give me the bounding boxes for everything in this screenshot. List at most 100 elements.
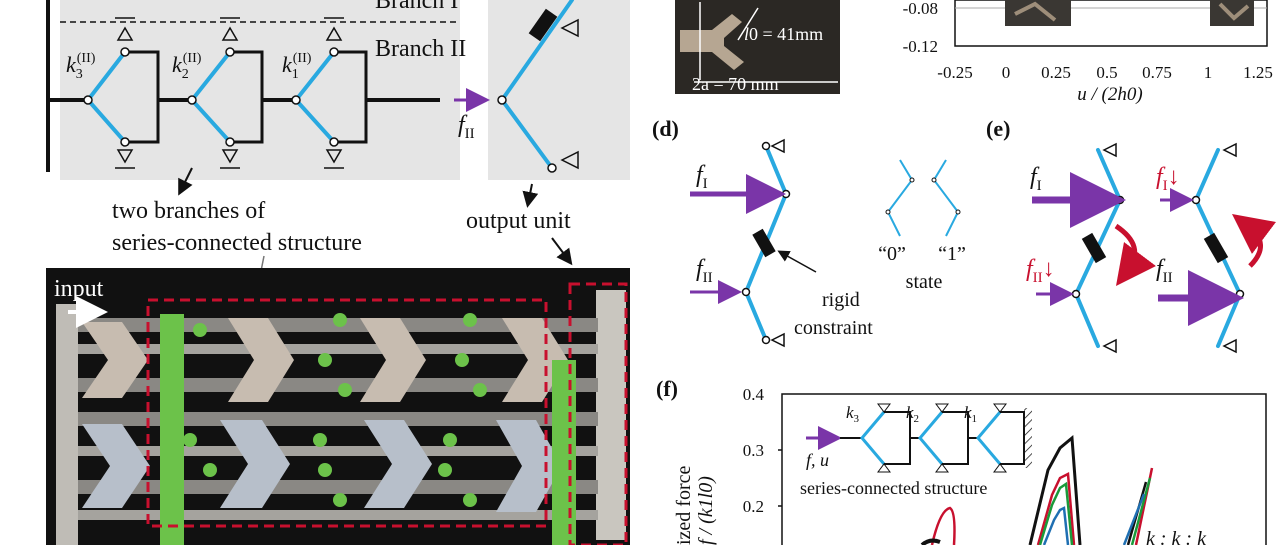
prototype-photo: input — [46, 268, 630, 545]
ground-hatch — [1024, 408, 1032, 468]
photo-chevrons — [82, 318, 568, 402]
panel-f-label: (f) — [656, 376, 678, 401]
photo-rails — [78, 318, 598, 520]
f2-label: fII — [458, 112, 475, 142]
state-1-icon — [932, 159, 960, 237]
constraint-pointer — [777, 250, 817, 273]
panel-d: (d) fI fII rigid constraint “0” “1” stat… — [652, 116, 966, 348]
bistable-unit-k2 — [187, 17, 264, 169]
panel-e-label: (e) — [986, 116, 1010, 141]
y-tick-label: -0.12 — [903, 37, 938, 56]
input-rail — [56, 304, 78, 545]
inset-caption: series-connected structure — [800, 478, 987, 498]
caption-output: output unit — [466, 208, 571, 234]
inset-photo — [1210, 0, 1254, 26]
l0-label: l0 = 41mm — [744, 24, 823, 44]
panel-d-label: (d) — [652, 116, 679, 141]
bistable-unit-k3 — [83, 17, 160, 169]
series-curve-black — [1028, 434, 1082, 545]
ratio-label: k : k : k — [1146, 528, 1207, 545]
series-curve-black-peak — [920, 538, 941, 545]
f2-decrease-label: fII↓ — [1026, 256, 1055, 286]
x-tick-label: 0 — [1002, 63, 1011, 82]
x-tick-label: 1.25 — [1243, 63, 1273, 82]
x-tick-label: -0.25 — [937, 63, 972, 82]
fu-label: f, u — [806, 450, 829, 470]
two-a-label: 2a = 70 mm — [692, 74, 779, 94]
constraint-label: constraint — [794, 317, 873, 339]
photo-pointer — [551, 237, 573, 266]
caption-branches-line2: series-connected structure — [112, 230, 362, 256]
photo-green-connectors — [160, 313, 576, 545]
y-tick-label: 0.3 — [743, 441, 764, 460]
bistable-unit-k1 — [291, 17, 368, 169]
rigid-constraint-block — [1081, 232, 1107, 264]
series-curve-green — [1038, 481, 1074, 545]
pin-support-icon — [1102, 142, 1117, 158]
output-unit-photo — [596, 290, 626, 540]
panel-c-photo: l0 = 41mm 2a = 70 mm — [675, 0, 840, 94]
k3-label: k3(II) — [66, 51, 96, 82]
branches-highlight-box — [146, 298, 548, 528]
output-unit-background — [488, 0, 630, 180]
series-curve-blue — [1042, 506, 1070, 545]
inset-series-structure: k3 k2 k1 f, u series-connected structure — [800, 403, 1032, 498]
rigid-label: rigid — [822, 289, 860, 311]
rigid-constraint-block — [752, 228, 776, 258]
state-1-label: “1” — [938, 243, 966, 265]
branch1-label: Branch I — [375, 0, 458, 14]
branch2-label: Branch II — [375, 36, 466, 62]
series-curve-blue-rise — [1122, 493, 1146, 545]
unit-photo-shape — [680, 14, 744, 70]
series-curve-green-rise — [1130, 477, 1152, 545]
pin-support-icon — [770, 332, 785, 348]
output-highlight-box — [568, 282, 628, 545]
pin-support-icon — [1222, 142, 1237, 158]
f1-decrease-label: fI↓ — [1156, 164, 1180, 194]
input-label: input — [54, 276, 104, 302]
pin-support-icon — [1222, 338, 1237, 354]
caption-pointer — [522, 183, 539, 208]
f2-label: fII — [696, 256, 713, 286]
dimension-line — [737, 7, 759, 41]
k2-label: k2 — [906, 403, 919, 425]
y-tick-label: 0.2 — [743, 497, 764, 516]
x-axis-label: u / (2h0) — [1077, 84, 1142, 105]
rotation-arrow-ccw — [1232, 213, 1277, 268]
y-tick-label: -0.08 — [903, 0, 938, 18]
output-unit — [497, 0, 579, 173]
k1-label: k1(II) — [282, 51, 312, 82]
inset-photo-shape — [1014, 1, 1057, 22]
photo-chevrons-lower — [82, 420, 562, 512]
x-tick-label: 0.5 — [1096, 63, 1117, 82]
panel-b-schematic: Branch I Branch II — [46, 0, 630, 297]
series-curve-red-peak — [930, 506, 956, 545]
k1-label: k1 — [964, 403, 977, 425]
panel-e: (e) fI fII↓ fI↓ fII — [986, 116, 1277, 354]
x-tick-label: 0.75 — [1142, 63, 1172, 82]
state-0-label: “0” — [878, 243, 906, 265]
y-tick-label: 0.4 — [743, 385, 765, 404]
x-tick-label: 0.25 — [1041, 63, 1071, 82]
series-curve-red — [1036, 472, 1076, 545]
y-axis-label-line1: ized force — [673, 465, 695, 545]
panel-f: (f) 0.4 0.3 0.2 ized force f / (k1l0) — [656, 376, 1267, 545]
k2-label: k2(II) — [172, 51, 202, 82]
rigid-constraint-block — [1203, 232, 1229, 264]
pin-support-icon — [1102, 338, 1117, 354]
state-0-icon — [886, 159, 914, 237]
caption-branches-line1: two branches of — [112, 198, 265, 224]
caption-pointer — [178, 167, 193, 196]
panel-c-chart: -0.08 -0.12 -0.25 0 0.25 0.5 0.75 1 1.25… — [903, 0, 1273, 105]
f2-label: fII — [1156, 256, 1173, 286]
f1-label: fI — [696, 162, 708, 192]
pin-support-icon — [770, 138, 785, 154]
inset-photo-shape — [1218, 2, 1250, 21]
state-label: state — [906, 271, 943, 293]
rotation-arrow-cw — [1114, 223, 1156, 287]
y-axis-label-line2: f / (k1l0) — [695, 476, 717, 545]
f1-label: fI — [1030, 164, 1042, 194]
chart-frame — [781, 393, 1267, 545]
x-tick-label: 1 — [1204, 63, 1213, 82]
